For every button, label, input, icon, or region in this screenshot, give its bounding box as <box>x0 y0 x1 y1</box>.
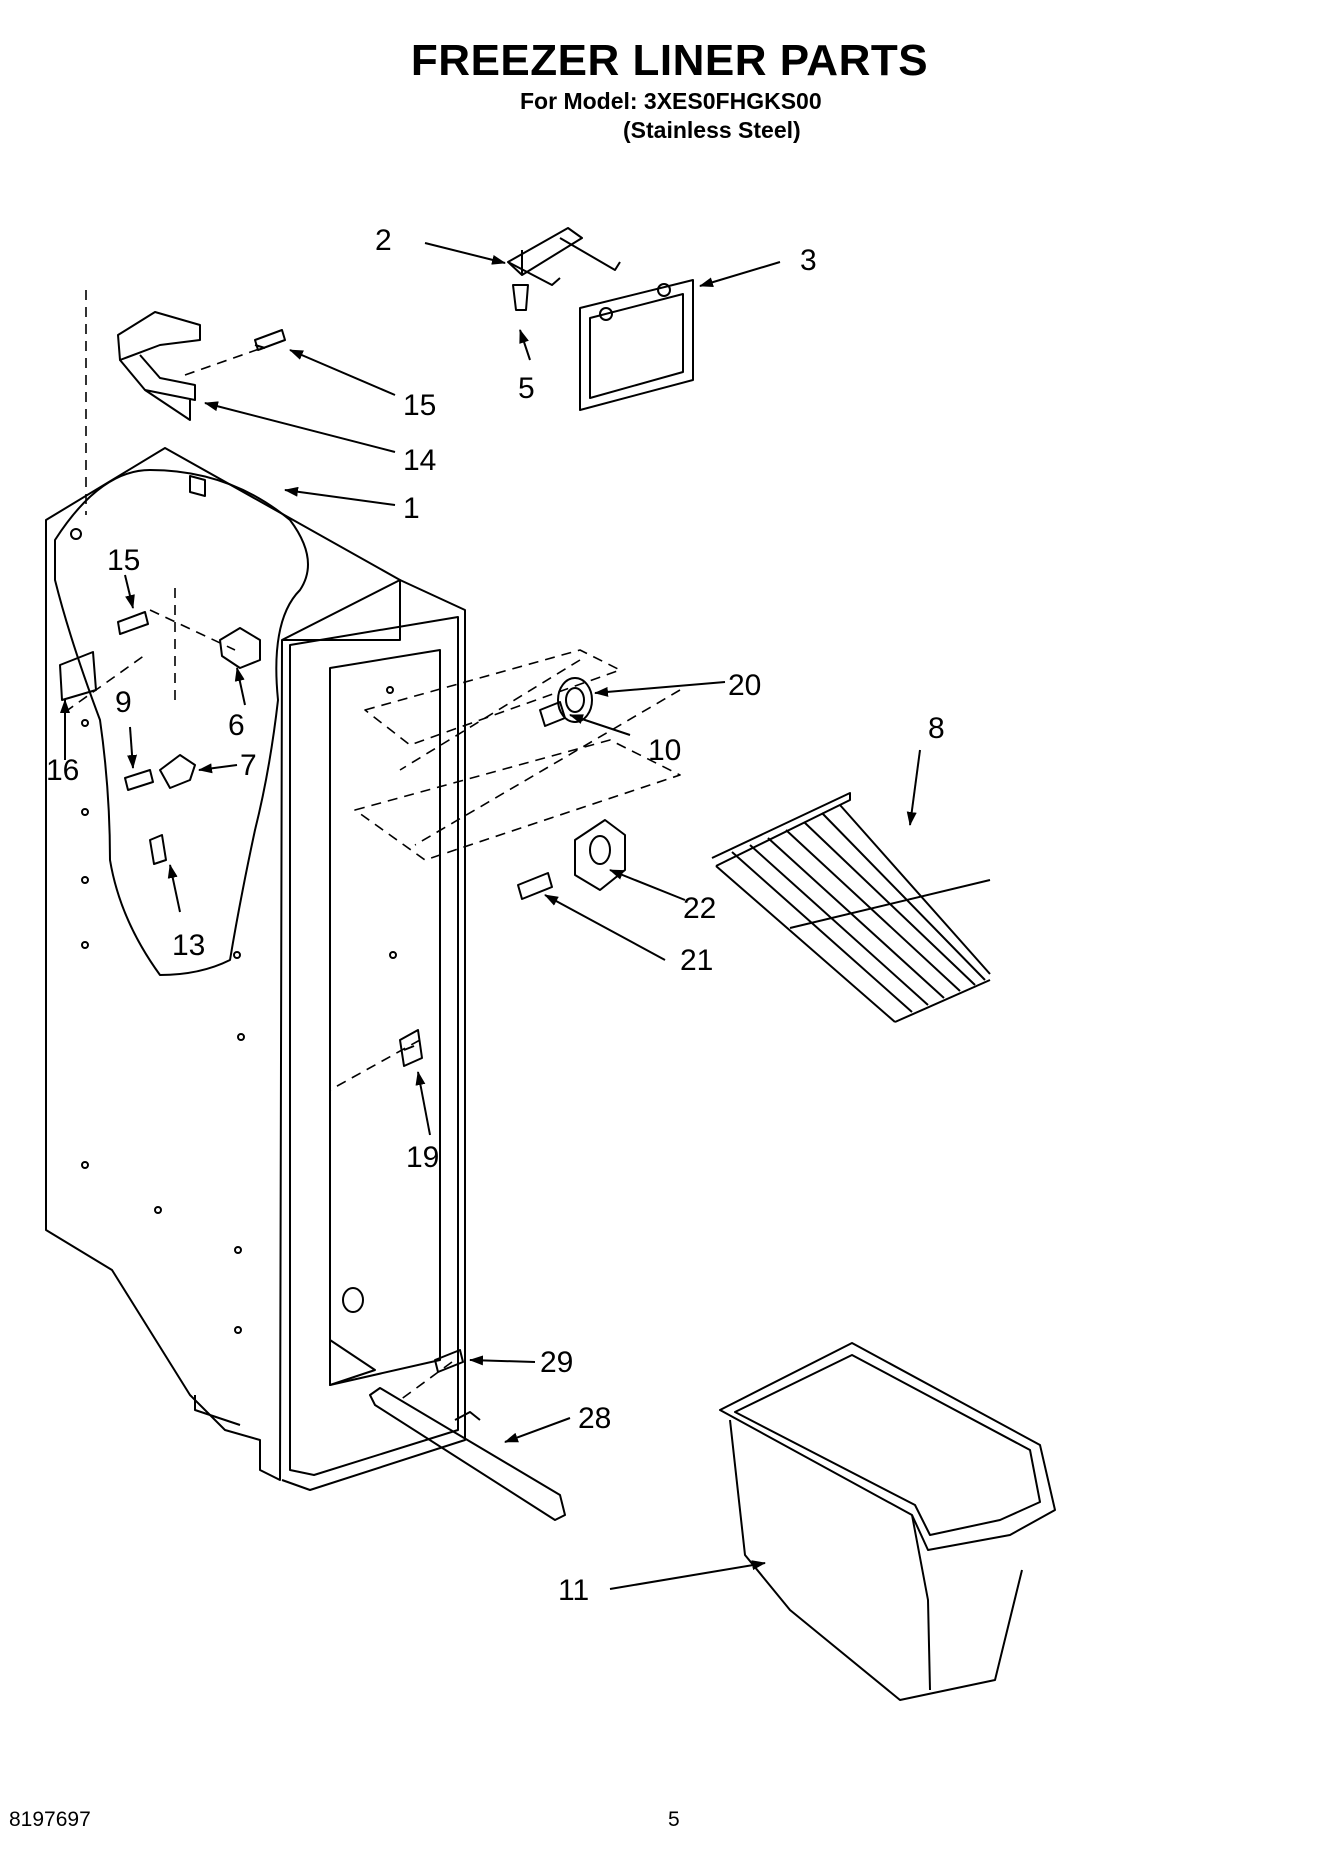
shelf-support-22 <box>574 819 626 891</box>
callout-9: 9 <box>115 686 132 719</box>
callout-28: 28 <box>578 1402 611 1435</box>
callout-14: 14 <box>403 444 436 477</box>
lower-support-28 <box>369 1387 566 1521</box>
callout-labels: 2 3 5 15 14 1 15 6 7 9 16 13 20 10 8 22 … <box>46 224 945 1607</box>
upper-bracket <box>117 311 201 421</box>
shelf-frame <box>579 279 694 411</box>
callout-15-upper: 15 <box>403 389 436 422</box>
screw-13 <box>149 834 167 865</box>
sensor-19 <box>399 1029 423 1067</box>
callout-15-lower: 15 <box>107 544 140 577</box>
leader-arrows <box>60 242 921 1590</box>
shelf-support-20 <box>557 677 593 723</box>
bracket-16 <box>59 651 97 701</box>
screw-5 <box>512 284 529 311</box>
screw-9 <box>124 769 154 791</box>
callout-11: 11 <box>558 1574 589 1607</box>
screw-15-upper <box>254 329 286 351</box>
wire-shelf <box>711 792 991 1023</box>
callout-16: 16 <box>46 754 79 787</box>
callout-3: 3 <box>800 244 817 277</box>
callout-20: 20 <box>728 669 761 702</box>
callout-2: 2 <box>375 224 392 257</box>
screw-15-lower <box>117 611 149 635</box>
page-number: 5 <box>668 1808 680 1831</box>
model-number: For Model: 3XES0FHGKS00 <box>520 88 822 114</box>
assembly-guide-lines <box>64 290 681 1401</box>
screw-10 <box>539 701 566 727</box>
callout-7: 7 <box>240 749 257 782</box>
callout-22: 22 <box>683 892 716 925</box>
callout-13: 13 <box>172 929 205 962</box>
callout-5: 5 <box>518 372 535 405</box>
hanger-bracket <box>507 227 621 286</box>
screw-29 <box>434 1349 464 1373</box>
callout-10: 10 <box>648 734 681 767</box>
page-title: FREEZER LINER PARTS <box>410 36 929 85</box>
callout-8: 8 <box>928 712 945 745</box>
callout-21: 21 <box>680 944 713 977</box>
ice-bin <box>719 1342 1056 1701</box>
callout-6: 6 <box>228 709 245 742</box>
document-number: 8197697 <box>9 1808 91 1831</box>
callout-29: 29 <box>540 1346 573 1379</box>
screw-21 <box>517 872 553 900</box>
clip-6 <box>219 627 261 669</box>
finish-label: (Stainless Steel) <box>623 117 801 143</box>
freezer-liner-cabinet <box>45 447 466 1491</box>
callout-19: 19 <box>406 1141 439 1174</box>
clip-7 <box>159 754 196 789</box>
callout-1: 1 <box>403 492 420 525</box>
